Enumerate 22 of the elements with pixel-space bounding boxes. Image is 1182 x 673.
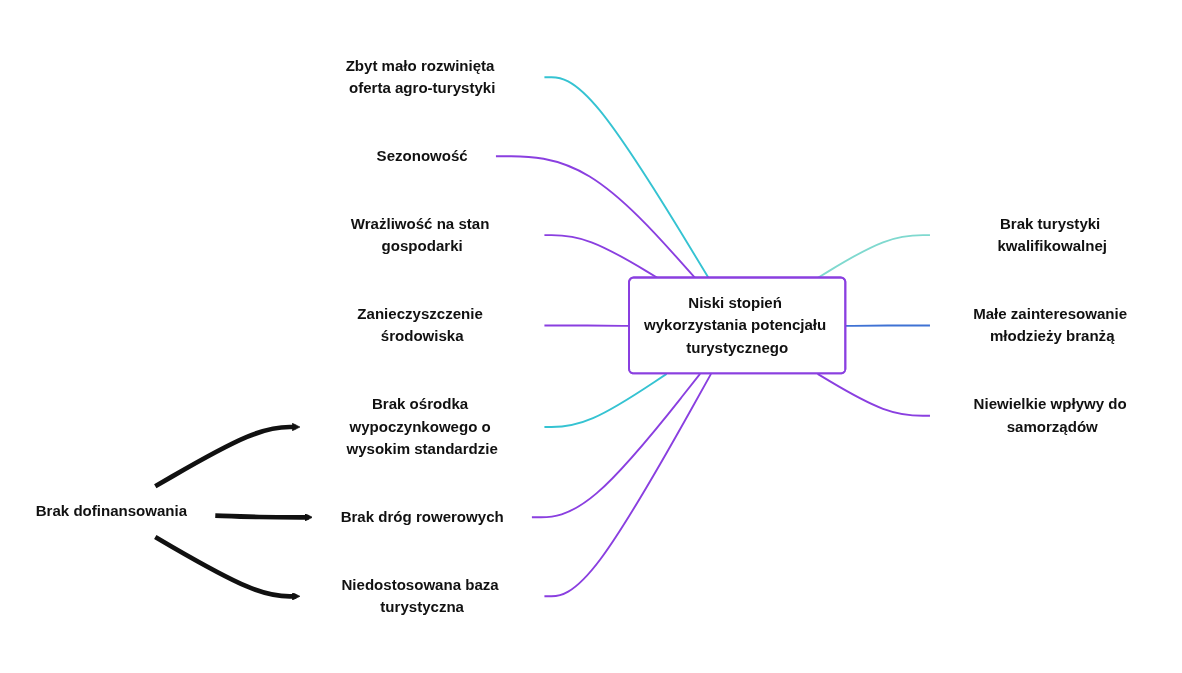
connector [543,76,710,279]
node-text: Małe zainteresowanie młodzieży branżą [973,305,1128,345]
arrow [154,422,301,489]
connector [543,234,659,279]
node-text: Zanieczyszczenie środowiska [357,305,483,345]
node-text: Niewielkie wpływy do samorządów [973,395,1127,435]
node-text: Brak ośrodka wypoczynkowego o wysokim standardzie [346,395,498,457]
node-text: Brak dróg rowerowych [340,508,504,525]
connector [530,372,701,518]
connector [816,234,931,279]
connector [543,372,668,428]
node-text: Wrażliwość na stan gospodarki [350,215,490,254]
node-text: Brak turystyki kwalifikowalnej [997,215,1107,254]
node-text: Niedostosowana baza turystyczna [341,576,499,615]
connector [816,372,931,417]
node-text: Sezonowość [376,147,468,164]
node-text: Brak dofinansowania [35,502,188,519]
arrow [215,512,313,522]
arrow [154,534,301,601]
node-text: Zbyt mało rozwinięta oferta agro-turystyki [345,57,496,96]
connector [495,155,696,279]
connector [543,372,712,597]
